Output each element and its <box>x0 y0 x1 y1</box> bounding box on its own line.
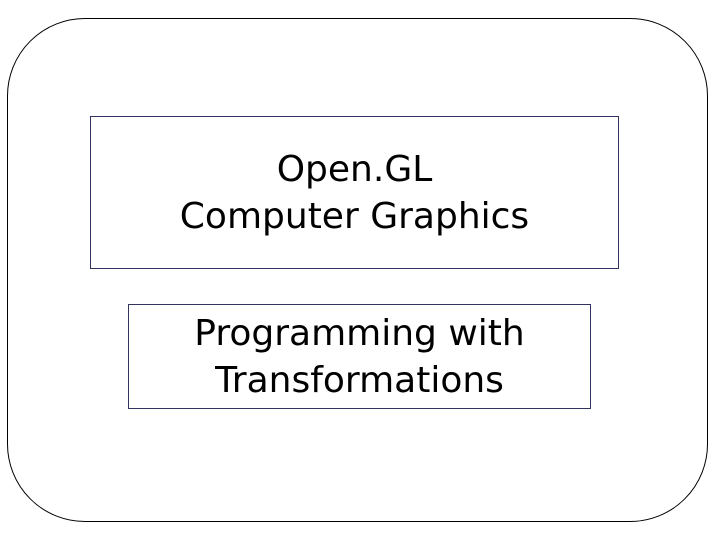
subtitle-line-2: Transformations <box>215 359 504 401</box>
title-text-box[interactable]: Open.GL Computer Graphics <box>90 116 627 277</box>
rounded-border-frame <box>7 18 708 522</box>
title-line-2: Computer Graphics <box>179 195 530 237</box>
subtitle-text-box[interactable]: Programming with Transformations <box>128 304 600 418</box>
subtitle-line-1: Programming with <box>194 312 525 354</box>
title-line-1: Open.GL <box>276 148 433 190</box>
